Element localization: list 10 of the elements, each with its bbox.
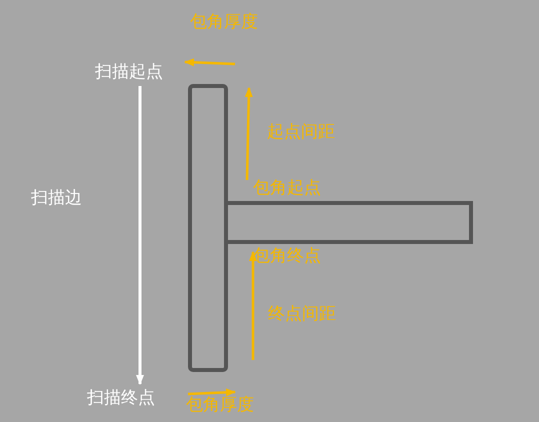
arrow [136,86,144,385]
edge-name-label: 扫描边 [31,188,82,208]
point-label: 包角起点 [253,178,321,198]
dimension-label: 包角厚度 [186,395,254,415]
scan-point-label: 扫描起点 [95,62,163,82]
dimension-label: 起点间距 [267,122,335,142]
dimension-label: 终点间距 [268,304,336,324]
scan-point-label: 扫描终点 [87,388,155,408]
point-label: 包角终点 [253,246,321,266]
dimension-label: 包角厚度 [190,12,258,32]
